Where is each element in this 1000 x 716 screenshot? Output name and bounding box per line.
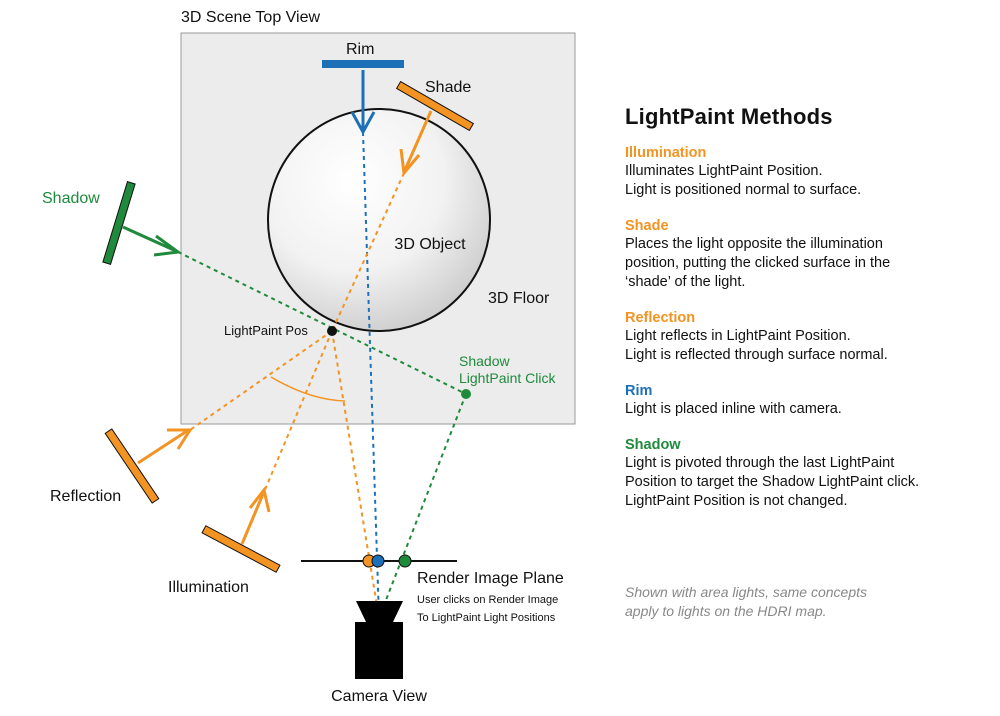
method-desc-line: Light is positioned normal to surface. bbox=[625, 182, 862, 198]
shadow-arrow bbox=[122, 225, 177, 253]
reflection-arrowhead bbox=[167, 428, 193, 450]
render-plane-label: Render Image Plane bbox=[417, 570, 564, 587]
method-desc-line: Light is reflected through surface norma… bbox=[625, 347, 888, 363]
reflection-arrow bbox=[137, 429, 188, 465]
shadow-click-label-1: Shadow bbox=[459, 353, 510, 369]
shadow-arrowhead bbox=[153, 234, 182, 257]
method-desc-line: Light is placed inline with camera. bbox=[625, 401, 842, 417]
note: Shown with area lights, same concepts ap… bbox=[625, 583, 955, 621]
method-desc-line: Light is pivoted through the last LightP… bbox=[625, 455, 895, 471]
floor-label: 3D Floor bbox=[488, 290, 550, 307]
note-line-2: apply to lights on the HDRI map. bbox=[625, 603, 827, 619]
shadow-ray bbox=[177, 251, 467, 395]
camera-ray-orange bbox=[331, 330, 380, 619]
rim-light bbox=[322, 60, 404, 68]
illumination-ray bbox=[263, 330, 333, 493]
rim-label: Rim bbox=[346, 41, 374, 58]
illumination-arrowhead bbox=[248, 486, 271, 513]
shade-label: Shade bbox=[425, 79, 471, 96]
illumination-label: Illumination bbox=[168, 579, 249, 596]
plane-click-blue bbox=[371, 554, 385, 568]
render-plane-sub-2: To LightPaint Light Positions bbox=[417, 612, 556, 624]
method-desc-line: Illuminates LightPaint Position. bbox=[625, 163, 823, 179]
shadow-click-ray bbox=[378, 393, 467, 619]
lightpaint-pos-label: LightPaint Pos bbox=[224, 323, 308, 338]
reflection-ray bbox=[189, 330, 333, 431]
reflection-angle-arc bbox=[270, 376, 346, 402]
shadow-click-label-2: LightPaint Click bbox=[459, 370, 556, 386]
method-desc-line: ‘shade’ of the light. bbox=[625, 274, 746, 290]
rim-ray bbox=[362, 131, 380, 619]
lightpaint-pos-dot bbox=[327, 326, 337, 336]
render-plane-sub-1: User clicks on Render Image bbox=[417, 594, 558, 606]
plane-click-green bbox=[398, 554, 412, 568]
method-name: Illumination bbox=[625, 145, 707, 161]
method-name: Rim bbox=[625, 383, 653, 399]
camera-lens-icon bbox=[356, 601, 403, 622]
shadow-label: Shadow bbox=[42, 190, 100, 207]
camera-label: Camera View bbox=[331, 688, 427, 705]
method-desc-line: Light reflects in LightPaint Position. bbox=[625, 328, 851, 344]
shadow-click-dot bbox=[461, 389, 471, 399]
illumination-light bbox=[201, 525, 281, 573]
shade-arrow bbox=[403, 110, 433, 171]
shade-arrowhead bbox=[399, 148, 421, 177]
reflection-light bbox=[104, 428, 160, 504]
shade-light bbox=[395, 80, 475, 132]
method-name: Reflection bbox=[625, 310, 696, 326]
reflection-label: Reflection bbox=[50, 488, 121, 505]
method-desc-line: Position to target the Shadow LightPaint… bbox=[625, 474, 920, 490]
method-name: Shade bbox=[625, 218, 669, 234]
illumination-arrow bbox=[240, 493, 265, 545]
scene-title: 3D Scene Top View bbox=[181, 9, 321, 26]
note-line-1: Shown with area lights, same concepts bbox=[625, 584, 868, 600]
method-name: Shadow bbox=[625, 437, 681, 453]
rim-arrowhead bbox=[350, 111, 376, 136]
shade-ray bbox=[331, 172, 405, 332]
object-label: 3D Object bbox=[394, 236, 466, 253]
panel-title: LightPaint Methods bbox=[625, 104, 833, 129]
method-desc-line: LightPaint Position is not changed. bbox=[625, 493, 848, 509]
camera-body-icon bbox=[355, 622, 403, 679]
method-desc-line: Places the light opposite the illuminati… bbox=[625, 236, 883, 252]
method-desc-line: position, putting the clicked surface in… bbox=[625, 255, 891, 271]
object-sphere bbox=[267, 108, 491, 332]
shadow-light bbox=[102, 181, 136, 265]
